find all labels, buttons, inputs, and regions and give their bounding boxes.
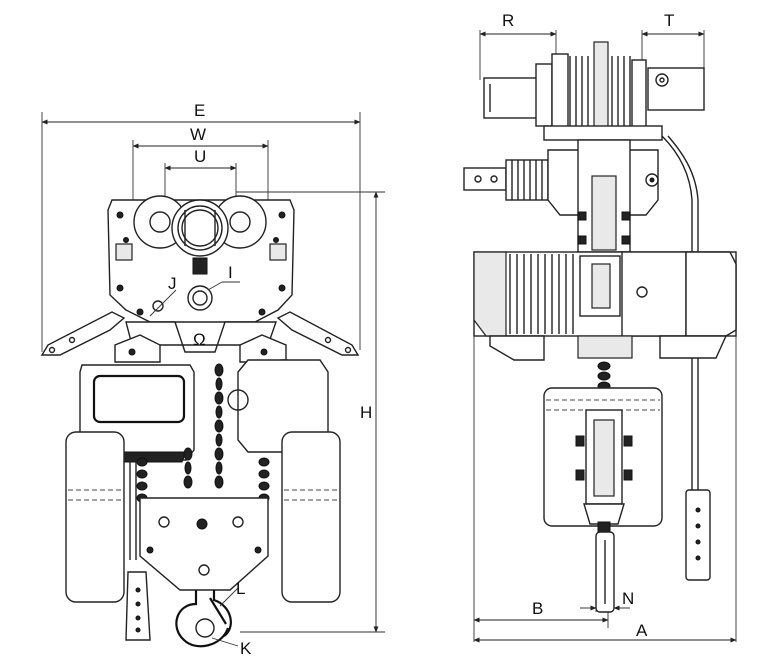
label-U: U (194, 147, 206, 166)
right-ear (276, 311, 360, 356)
label-E: E (194, 101, 205, 120)
pendant-right (685, 489, 711, 581)
label-A: A (636, 621, 648, 640)
label-N: N (622, 589, 634, 608)
bottom-block (139, 497, 269, 591)
label-W: W (190, 125, 206, 144)
traverse-motor (483, 77, 539, 119)
left-ear (40, 311, 126, 356)
label-R: R (502, 11, 514, 30)
chain-bag-left (65, 431, 125, 603)
label-K: K (240, 639, 252, 658)
svg-text:Ω: Ω (193, 330, 206, 349)
label-H: H (360, 403, 372, 422)
front-view: Ω (40, 112, 385, 648)
trolley-motor (647, 67, 705, 111)
label-T: T (664, 11, 674, 30)
label-L: L (236, 579, 245, 598)
label-I: I (228, 263, 233, 282)
dimension-labels: E W U J I H L K R T B N A (168, 11, 674, 658)
label-J: J (168, 274, 177, 293)
label-B: B (532, 599, 543, 618)
chain-bag-right (281, 431, 341, 603)
hook (175, 590, 230, 648)
side-view (463, 30, 737, 643)
